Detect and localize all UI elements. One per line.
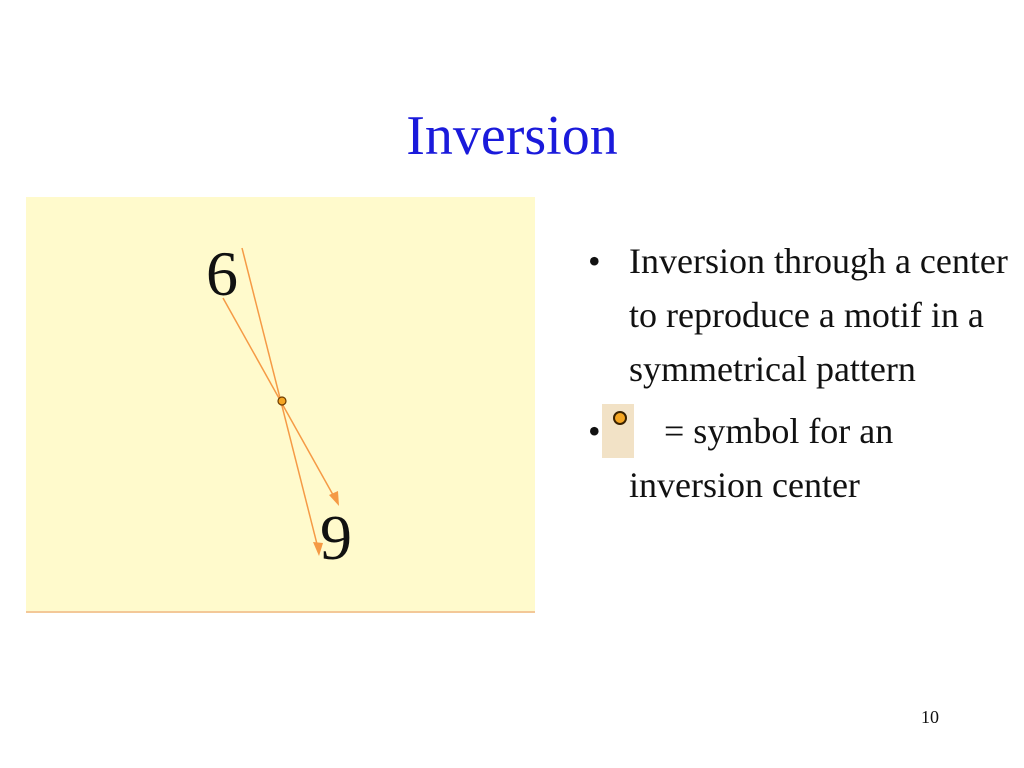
motif-six: 6 <box>206 238 238 309</box>
arrowhead-left <box>313 542 323 556</box>
bullet-list: • Inversion through a center to reproduc… <box>588 234 1008 520</box>
bullet-item-1-text: Inversion through a center to reproduce … <box>629 241 1008 389</box>
slide-title: Inversion <box>406 105 618 167</box>
page-number: 10 <box>921 707 939 727</box>
bullet-item-1: • Inversion through a center to reproduc… <box>588 234 1008 396</box>
inversion-center-icon <box>602 404 634 458</box>
inversion-center-icon <box>277 396 287 406</box>
bullet-marker: • <box>588 411 601 451</box>
inversion-figure: 6 9 <box>26 197 535 613</box>
bullet-marker: • <box>588 241 601 281</box>
bullet-item-2: • = symbol for an inversion center <box>588 404 1008 512</box>
arrowhead-right <box>329 491 339 506</box>
motif-nine: 9 <box>320 502 352 573</box>
bullet-item-2-text: = symbol for an inversion center <box>629 411 894 505</box>
inversion-diagram: 6 9 <box>206 238 352 573</box>
